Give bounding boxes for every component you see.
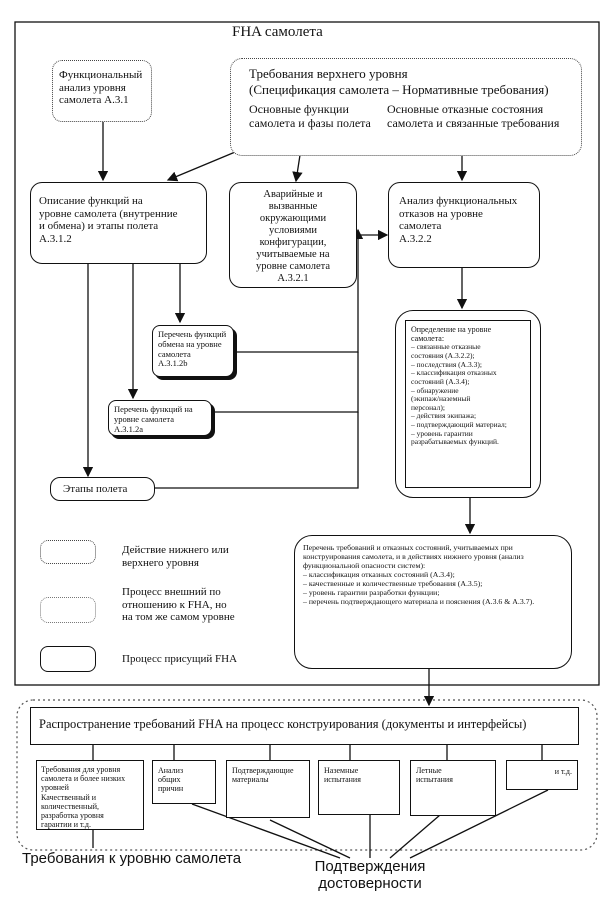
arrow-topreq-desc <box>166 149 241 182</box>
func-description-box: Описание функций на уровне самолета (вну… <box>30 182 207 264</box>
bottom-box-requirements: Требования для уровня самолета и более н… <box>36 760 144 830</box>
pointer-materials-footer <box>269 819 351 859</box>
legend-label-higher-lower: Действие нижнего или верхнего уровня <box>122 544 229 569</box>
top-req-subtitle: (Спецификация самолета – Нормативные тре… <box>249 82 549 97</box>
bottom-box-ground-tests: Наземные испытания <box>318 760 400 815</box>
arrow-topreq-emergency <box>292 154 303 183</box>
definition-title: Определение на уровне самолета: <box>411 325 492 344</box>
distribution-box: Распространение требований FHA на процес… <box>30 707 579 745</box>
legend-label-fha: Процесс присущий FHA <box>122 653 238 665</box>
emergency-configurations-box: Аварийные и вызванные окружающими услови… <box>229 182 357 288</box>
aircraft-functions-list: Перечень функций на уровне самолета А.3.… <box>108 400 212 436</box>
req-list-intro: Перечень требований и отказных состояний… <box>303 543 524 570</box>
footer-validation: Подтверждения достоверности <box>314 858 426 893</box>
definition-inner: Определение на уровне самолета: – связан… <box>405 320 531 488</box>
definition-box: Определение на уровне самолета: – связан… <box>395 310 541 498</box>
func-analysis-box: Функциональный анализ уровня самолета А.… <box>52 60 152 122</box>
failure-analysis-box: Анализ функциональных отказов на уровне … <box>388 182 540 268</box>
diagram-title: FHA самолета <box>232 24 323 40</box>
top-req-left: Основные функции самолета и фазы полета <box>249 102 371 130</box>
legend-symbol-higher-lower <box>40 540 96 564</box>
bottom-box-etc: и т.д. <box>506 760 578 790</box>
pointer-flight-footer <box>389 814 441 859</box>
requirements-list-box: Перечень требований и отказных состояний… <box>294 535 572 669</box>
legend-label-external: Процесс внешний по отношению к FHA, но н… <box>122 586 235 624</box>
bottom-box-common-cause: Анализ общих причин <box>152 760 216 804</box>
top-req-title: Требования верхнего уровня <box>249 66 408 81</box>
bottom-box-flight-tests: Летные испытания <box>410 760 496 816</box>
legend-symbol-external <box>40 597 96 623</box>
req-list-items: – классификация отказных состояний (А.3.… <box>303 569 535 606</box>
top-requirements-box: Требования верхнего уровня (Спецификация… <box>230 58 582 156</box>
exchange-functions-list: Перечень функций обмена на уровне самоле… <box>152 325 234 377</box>
legend-symbol-fha <box>40 646 96 672</box>
footer-aircraft-requirements: Требования к уровню самолета <box>22 850 242 867</box>
definition-items: – связанные отказные состояния (А.3.2.2)… <box>411 342 507 447</box>
top-req-right: Основные отказные состояния самолета и с… <box>387 102 560 130</box>
flight-phases-box: Этапы полета <box>50 477 155 501</box>
bottom-box-supporting-materials: Подтверждающие материалы <box>226 760 310 818</box>
